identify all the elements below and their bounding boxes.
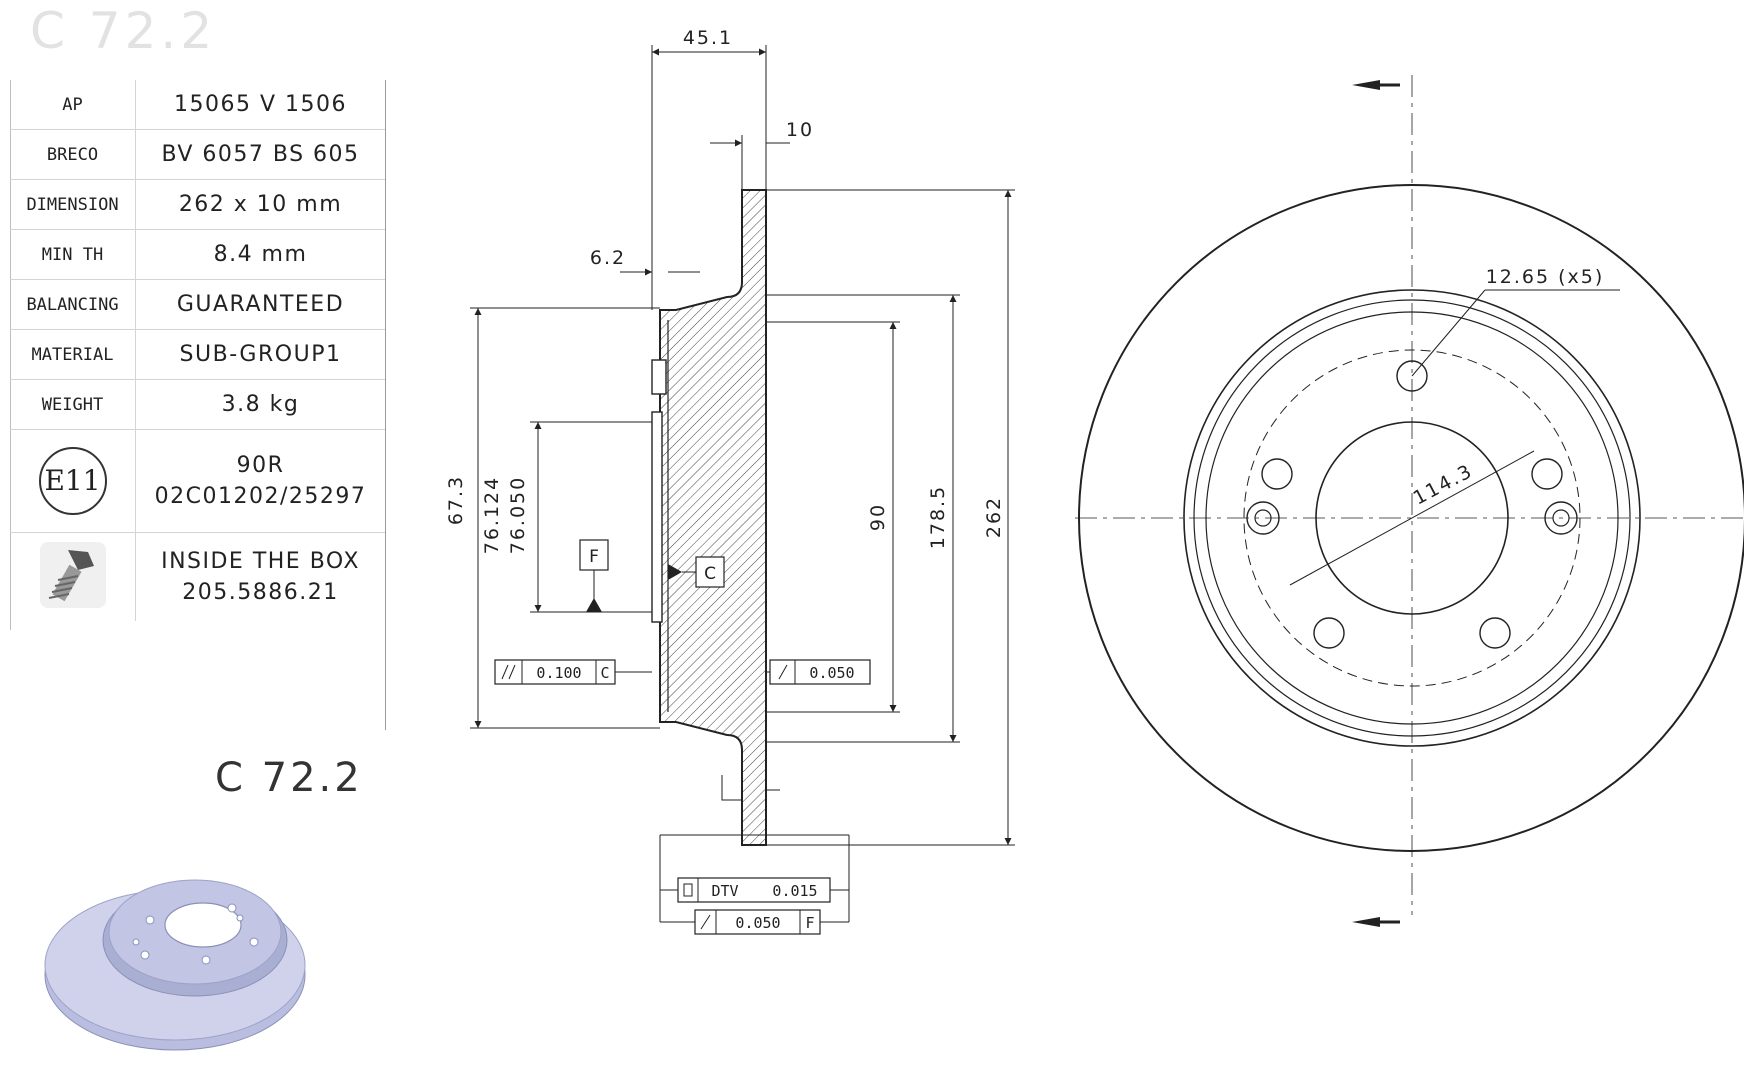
spec-row: MATERIAL SUB-GROUP1 (10, 329, 385, 380)
spec-label: MATERIAL (10, 329, 136, 380)
header-code: C 72.2 (30, 2, 217, 60)
front-view-labels: 12.65 (x5) 114.3 (1410, 266, 1605, 510)
spec-table: AP 15065 V 1506 BRECO BV 6057 BS 605 DIM… (10, 80, 385, 621)
tol-parallelism-frame (494, 659, 616, 685)
spec-value: 3.8 kg (135, 379, 385, 430)
footer-code: C 72.2 (215, 755, 363, 801)
locating-hole (1246, 501, 1280, 535)
dim-pcd: 114.3 (1410, 460, 1477, 510)
dim-total-depth: 45.1 (683, 27, 733, 49)
spec-label: BRECO (10, 129, 136, 180)
tol-parallelism-ref: C (600, 664, 609, 682)
tol-runout-ref: F (805, 914, 814, 932)
spec-label: WEIGHT (10, 379, 136, 430)
pcd-leader (1289, 450, 1535, 586)
spec-label: AP (10, 80, 136, 130)
dim-hat-height: 67.3 (445, 475, 467, 525)
spec-value: 15065 V 1506 (173, 92, 347, 117)
dim-disc-thickness: 10 (786, 119, 814, 141)
spec-value: GUARANTEED (135, 279, 385, 330)
tol-dtv-value: 0.015 (772, 882, 817, 900)
approval-line-1: 90R (236, 453, 285, 478)
table-right-border (385, 80, 386, 730)
accessory-text: INSIDE THE BOX 205.5886.21 (135, 532, 385, 621)
spec-label: BALANCING (10, 279, 136, 330)
bolt-hole (1396, 360, 1428, 392)
hat-outer-circle (1183, 289, 1641, 747)
dim-hidden-diameter: 90 (867, 503, 889, 531)
dim-center-bore-min: 76.050 (507, 476, 529, 554)
tol-dtv-frame (677, 877, 831, 903)
spec-row: DIMENSION 262 x 10 mm (10, 179, 385, 230)
datum-c-triangle (668, 564, 682, 580)
bolt-hole (1313, 617, 1345, 649)
accessory-icon-cell (10, 532, 136, 621)
datum-c-label: C (704, 564, 716, 584)
spec-value: BV 6057 BS 605 (135, 129, 385, 180)
datum-f-label: F (589, 547, 599, 567)
tol-flatness-frame (769, 659, 871, 685)
datum-c-frame (695, 556, 725, 588)
spec-label: DIMENSION (10, 179, 136, 230)
accessory-line-1: INSIDE THE BOX (161, 549, 360, 574)
section-arrow-bottom (1352, 917, 1380, 927)
accessory-line-2: 205.5886.21 (182, 580, 339, 605)
accessory-row: INSIDE THE BOX 205.5886.21 (10, 532, 385, 621)
spec-row: AP 15065 V 1506 (10, 80, 385, 130)
disc-thumbnail (44, 879, 306, 1051)
e11-approval-badge: E11 (38, 447, 107, 515)
dim-center-bore-max: 76.124 (481, 476, 503, 554)
spec-row: MIN TH 8.4 mm (10, 229, 385, 280)
section-notch (651, 359, 667, 395)
section-view-labels: 45.1 10 6.2 67.3 76.124 76.050 90 178.5 … (445, 27, 1005, 932)
section-profile (659, 189, 767, 846)
spec-row: BRECO BV 6057 BS 605 (10, 129, 385, 180)
spec-row: BALANCING GUARANTEED (10, 279, 385, 330)
dim-bolt-holes: 12.65 (x5) (1486, 266, 1605, 288)
locating-hole-inner (1254, 509, 1272, 527)
spec-label: MIN TH (10, 229, 136, 280)
screw-icon (39, 541, 106, 608)
approval-line-2: 02C01202/25297 (154, 484, 367, 509)
tol-dtv-label: DTV (711, 882, 738, 900)
spec-row: WEIGHT 3.8 kg (10, 379, 385, 430)
locating-hole (1544, 501, 1578, 535)
bolt-hole (1531, 458, 1563, 490)
tol-flatness-value: 0.050 (809, 664, 854, 682)
datum-f-triangle (586, 598, 602, 612)
tol-runout-value: 0.050 (735, 914, 780, 932)
locating-hole-inner (1552, 509, 1570, 527)
section-notch-lower (651, 411, 663, 623)
dim-hat-wall: 6.2 (590, 247, 626, 269)
bolt-hole (1479, 617, 1511, 649)
spec-value: SUB-GROUP1 (135, 329, 385, 380)
spec-value: 262 x 10 mm (135, 179, 385, 230)
approval-row: E11 90R 02C01202/25297 (10, 429, 385, 533)
approval-badge-cell: E11 (10, 429, 136, 533)
section-arrow-top (1352, 80, 1380, 90)
dim-friction-inner: 178.5 (927, 485, 949, 549)
dim-outer-diameter: 262 (983, 496, 1005, 538)
section-view (470, 45, 1015, 935)
front-view (1075, 75, 1744, 927)
approval-text: 90R 02C01202/25297 (135, 429, 385, 533)
tol-parallelism-value: 0.100 (536, 664, 581, 682)
spec-value: 8.4 mm (135, 229, 385, 280)
bolt-hole-leader (1411, 289, 1486, 377)
bolt-hole (1261, 458, 1293, 490)
